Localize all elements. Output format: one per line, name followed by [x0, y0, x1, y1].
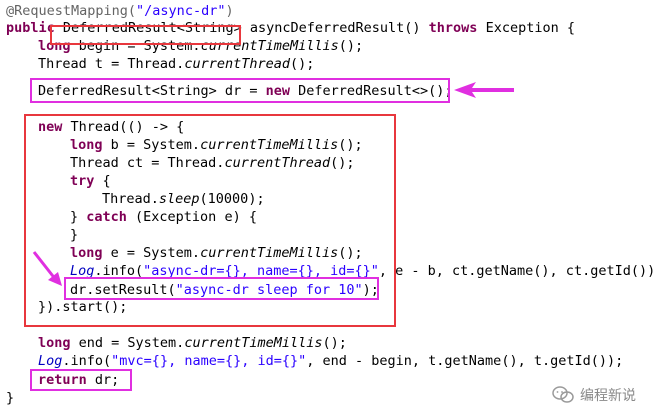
- code-text: {: [94, 173, 111, 189]
- method-name: currentThread: [224, 155, 331, 171]
- code-line-9: try {: [70, 172, 111, 190]
- code-text: (Exception e) {: [126, 209, 257, 225]
- method-name: currentTimeMillis: [200, 137, 339, 153]
- down-right-arrow-icon: [32, 251, 62, 286]
- code-text: ();: [289, 56, 315, 72]
- code-text: .info(: [62, 353, 112, 369]
- code-line-7: long b = System.currentTimeMillis();: [70, 136, 363, 154]
- code-text: DeferredResult<>();: [289, 83, 453, 99]
- left-arrow-icon: [454, 82, 514, 98]
- code-line-4: Thread t = Thread.currentThread();: [38, 55, 314, 73]
- method-signature: asyncDeferredResult(): [241, 20, 429, 36]
- code-text: ();: [322, 335, 347, 351]
- method-name: currentTimeMillis: [184, 335, 323, 351]
- code-line-17: long end = System.currentTimeMillis();: [38, 334, 347, 352]
- method-name: sleep: [158, 191, 200, 207]
- code-text: );: [362, 282, 379, 298]
- code-text: Thread ct = Thread.: [70, 155, 225, 171]
- string-literal: "async-dr sleep for 10": [175, 282, 363, 298]
- code-text: }: [70, 227, 79, 243]
- code-line-2: public DeferredResult<String> asyncDefer…: [6, 19, 575, 37]
- keyword: long: [38, 335, 71, 351]
- code-line-8: Thread ct = Thread.currentThread();: [70, 154, 355, 172]
- exception-clause: Exception {: [477, 20, 575, 36]
- keyword: return: [38, 372, 87, 388]
- code-text: }: [70, 209, 87, 225]
- keyword: throws: [428, 20, 478, 36]
- code-text: (10000);: [199, 191, 265, 207]
- code-line-13: long e = System.currentTimeMillis();: [70, 244, 363, 262]
- code-text: ();: [338, 137, 363, 153]
- code-line-11: } catch (Exception e) {: [70, 208, 257, 226]
- code-line-20: }: [6, 389, 14, 407]
- string-literal: "/async-dr": [136, 3, 226, 19]
- code-line-1: @RequestMapping("/async-dr"): [6, 2, 234, 20]
- code-text: b = System.: [102, 137, 201, 153]
- code-line-19: return dr;: [38, 371, 119, 389]
- code-text: , e - b, ct.getName(), ct.getId());: [378, 263, 654, 279]
- code-text: e = System.: [102, 245, 201, 261]
- keyword: new: [265, 83, 290, 99]
- code-text: ();: [338, 38, 364, 54]
- code-line-12: }: [70, 226, 78, 244]
- code-text: ();: [330, 155, 355, 171]
- string-literal: "async-dr={}, name={}, id={}": [143, 263, 379, 279]
- code-text: Thread(() -> {: [62, 119, 185, 135]
- code-text: begin = System.: [70, 38, 201, 54]
- watermark-text: 编程新说: [580, 388, 636, 404]
- code-line-14: Log.info("async-dr={}, name={}, id={}", …: [70, 262, 654, 280]
- code-text: dr.setResult(: [70, 282, 176, 298]
- return-type: DeferredResult<String>: [62, 20, 242, 36]
- code-line-16: }).start();: [38, 298, 127, 316]
- code-text: Thread.: [102, 191, 159, 207]
- code-line-18: Log.info("mvc={}, name={}, id={}", end -…: [38, 352, 623, 370]
- annotation-token: @RequestMapping(: [6, 3, 137, 19]
- code-line-6: new Thread(() -> {: [38, 118, 184, 136]
- keyword: catch: [86, 209, 127, 225]
- code-text: Thread t = Thread.: [38, 56, 185, 72]
- code-text: }: [6, 390, 15, 406]
- watermark: 编程新说: [552, 385, 636, 405]
- thread-block-highlight-box: [24, 114, 396, 327]
- keyword: long: [70, 137, 103, 153]
- keyword: try: [70, 173, 95, 189]
- annotation-token: ): [225, 3, 234, 19]
- code-line-15: dr.setResult("async-dr sleep for 10");: [70, 281, 379, 299]
- return-dr-highlight-box: [30, 369, 132, 391]
- code-text: end = System.: [70, 335, 185, 351]
- code-line-3: long begin = System.currentTimeMillis();: [38, 37, 363, 55]
- set-result-highlight-box: [64, 277, 379, 300]
- string-literal: "mvc={}, name={}, id={}": [111, 353, 307, 369]
- method-name: currentTimeMillis: [200, 38, 339, 54]
- logger-field: Log: [38, 353, 63, 369]
- code-text: }).start();: [38, 299, 128, 315]
- code-text: ();: [338, 245, 363, 261]
- keyword: long: [70, 245, 103, 261]
- keyword: public: [6, 20, 55, 36]
- method-name: currentTimeMillis: [200, 245, 339, 261]
- return-type-highlight-box: [50, 25, 241, 45]
- code-line-10: Thread.sleep(10000);: [102, 190, 265, 208]
- code-text: , end - begin, t.getName(), t.getId());: [306, 353, 624, 369]
- keyword: long: [38, 38, 71, 54]
- deferred-result-highlight-box: [30, 78, 450, 103]
- wechat-icon: [552, 386, 574, 403]
- code-line-5: DeferredResult<String> dr = new Deferred…: [38, 82, 453, 100]
- method-name: currentThread: [184, 56, 290, 72]
- keyword: new: [38, 119, 63, 135]
- logger-field: Log: [70, 263, 95, 279]
- code-text: dr;: [86, 372, 120, 388]
- code-text: DeferredResult<String> dr =: [38, 83, 266, 99]
- code-text: .info(: [94, 263, 144, 279]
